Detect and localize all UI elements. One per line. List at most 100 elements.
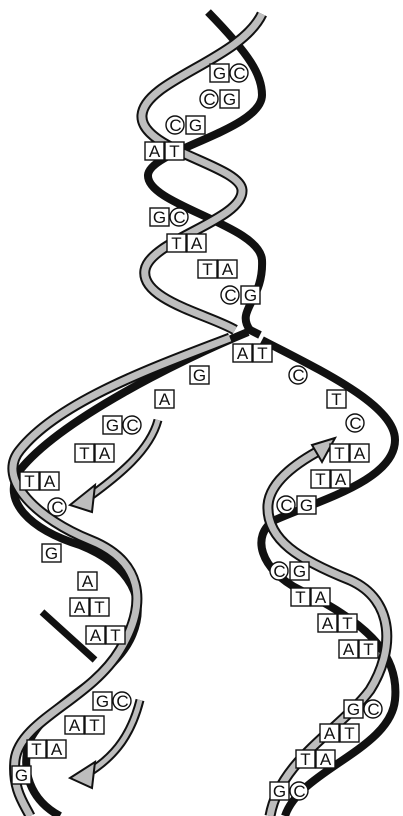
- parent-pair-0-right: C: [230, 64, 248, 83]
- base-letter: C: [173, 208, 185, 227]
- left-bottom-pair-5-right: T: [85, 716, 104, 735]
- right-pair-8-left: G: [344, 700, 363, 719]
- parent-pair-2-left: C: [166, 116, 184, 135]
- base-letter: A: [74, 598, 86, 617]
- base-letter: G: [213, 64, 226, 83]
- left-top-pair-3-left: C: [48, 498, 66, 517]
- left-bottom-pair-5-left: A: [65, 716, 84, 735]
- base-letter: C: [367, 700, 379, 719]
- base-letter: C: [292, 366, 304, 385]
- left-bottom-pair-3-left: A: [86, 626, 105, 645]
- base-letter: G: [96, 692, 109, 711]
- right-pair-2-right: A: [331, 470, 350, 489]
- parent-pair-5-left: T: [167, 234, 186, 253]
- base-letter: A: [69, 716, 81, 735]
- left-bottom-pair-6-right: A: [47, 740, 66, 759]
- base-letter: C: [126, 416, 138, 435]
- right-pair-10-right: A: [316, 750, 335, 769]
- base-letter: C: [116, 692, 128, 711]
- base-letter: G: [15, 766, 28, 785]
- base-letter: T: [257, 344, 267, 363]
- base-letter: T: [331, 390, 341, 409]
- base-letter: C: [273, 562, 285, 581]
- base-letter: C: [349, 414, 361, 433]
- left-bottom-pair-6-left: T: [27, 740, 46, 759]
- right-pair-8-right: C: [364, 700, 382, 719]
- left-top-pair-1-left: T: [75, 444, 94, 463]
- right-pair-5-left: T: [291, 588, 310, 607]
- base-letter: T: [334, 444, 344, 463]
- parent-pair-4-left: G: [150, 208, 169, 227]
- parent-pair-8-left: A: [233, 344, 252, 363]
- parent-pair-2-right: G: [186, 116, 205, 135]
- base-letter: A: [324, 724, 336, 743]
- base-letter: A: [191, 234, 203, 253]
- right-pair-3-left: C: [277, 496, 295, 515]
- base-letter: G: [223, 90, 236, 109]
- base-letter: T: [31, 740, 41, 759]
- left-top-pair-1-right: A: [95, 444, 114, 463]
- base-letter: T: [24, 472, 34, 491]
- base-letter: G: [244, 286, 257, 305]
- left-top-pair-0-right: C: [123, 416, 141, 435]
- parent-pair-3-right: T: [165, 142, 184, 161]
- right-pair-6-right: T: [338, 614, 357, 633]
- base-letter: C: [51, 498, 63, 517]
- base-letter: A: [51, 740, 63, 759]
- left-bottom-pair-4-left: G: [93, 692, 112, 711]
- right-pair-11-right: C: [290, 782, 308, 801]
- base-letter: T: [315, 470, 325, 489]
- parent-pair-8-right: T: [253, 344, 272, 363]
- base-letter: T: [300, 750, 310, 769]
- base-letter: T: [363, 640, 373, 659]
- base-letter: C: [293, 782, 305, 801]
- base-letter: G: [300, 496, 313, 515]
- left-top-pair-2-left: T: [20, 472, 39, 491]
- right-pair-1-left: T: [330, 444, 349, 463]
- fork-right-base-0: C: [289, 366, 307, 385]
- base-letter: A: [343, 640, 355, 659]
- right-pair-1-right: A: [350, 444, 369, 463]
- right-pair-4-left: C: [270, 562, 288, 581]
- base-letter: G: [293, 562, 306, 581]
- base-letter: T: [110, 626, 120, 645]
- base-letter: T: [342, 614, 352, 633]
- base-letter: A: [44, 472, 56, 491]
- left-bottom-pair-2-left: A: [70, 598, 89, 617]
- left-bottom-pair-3-right: T: [106, 626, 125, 645]
- parent-pair-1-right: G: [220, 90, 239, 109]
- base-letter: C: [169, 116, 181, 135]
- left-top-pair-2-right: A: [40, 472, 59, 491]
- parent-pair-7-right: G: [241, 286, 260, 305]
- base-letter: C: [233, 64, 245, 83]
- parent-pair-7-left: C: [221, 286, 239, 305]
- left-arrowhead-bottom: [70, 762, 95, 788]
- fork-left-base-0: G: [190, 366, 209, 385]
- right-pair-6-left: A: [318, 614, 337, 633]
- left-bottom-pair-1-right: A: [78, 572, 97, 591]
- base-letter: G: [106, 416, 119, 435]
- base-letter: A: [315, 588, 327, 607]
- base-letter: A: [354, 444, 366, 463]
- right-pair-7-left: A: [339, 640, 358, 659]
- parent-helix-backbone-light-fill: [142, 14, 262, 330]
- parent-pair-0-left: G: [210, 64, 229, 83]
- left-bottom-pair-0-right: G: [42, 544, 61, 563]
- base-letter: G: [273, 782, 286, 801]
- base-letter: T: [171, 234, 181, 253]
- base-letter: G: [45, 544, 58, 563]
- base-letter: G: [153, 208, 166, 227]
- base-letter: G: [193, 366, 206, 385]
- fork-left-base-1: A: [155, 390, 174, 409]
- right-pair-9-left: A: [320, 724, 339, 743]
- base-letter: G: [189, 116, 202, 135]
- base-letter: G: [347, 700, 360, 719]
- base-letter: T: [89, 716, 99, 735]
- base-letter: C: [280, 496, 292, 515]
- base-letter: T: [79, 444, 89, 463]
- base-letter: A: [90, 626, 102, 645]
- right-pair-11-left: G: [270, 782, 289, 801]
- parent-pair-5-right: A: [187, 234, 206, 253]
- parent-pair-1-left: C: [200, 90, 218, 109]
- left-bottom-pair-7-left: G: [12, 766, 31, 785]
